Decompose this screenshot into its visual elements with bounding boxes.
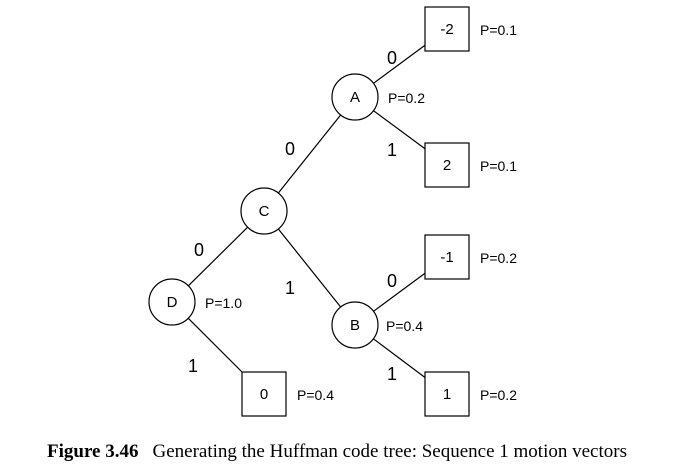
probability-label: P=0.2 [480, 387, 517, 403]
leaf-node-lm2: -2 [424, 6, 470, 52]
node-label: -1 [440, 249, 453, 266]
edge-bit-label: 1 [285, 278, 295, 298]
edge-bit-label: 0 [194, 240, 204, 260]
edge-a-l2 [373, 110, 426, 150]
leaf-box [424, 371, 470, 417]
probability-label: P=1.0 [205, 295, 242, 311]
node-label: 2 [443, 157, 451, 174]
edge-b-lm1 [373, 272, 426, 312]
edge-bit-label: 1 [188, 356, 198, 376]
edge-bit-label: 0 [387, 48, 397, 68]
edge-c-b [277, 228, 342, 308]
node-a: A [331, 73, 379, 121]
leaf-node-lm1: -1 [424, 234, 470, 280]
edge-d-c [187, 226, 249, 287]
leaf-box [424, 6, 470, 52]
node-label: D [167, 294, 178, 311]
edge-bit-label: 1 [387, 140, 397, 160]
node-label: 1 [443, 386, 451, 403]
edge-bit-label: 1 [387, 364, 397, 384]
edge-bit-label: 0 [387, 271, 397, 291]
edge-a-lm2 [373, 44, 426, 84]
probability-label: P=0.2 [388, 90, 425, 106]
node-d: D [148, 278, 196, 326]
node-label: -2 [440, 21, 453, 38]
leaf-box [424, 142, 470, 188]
node-label: 0 [260, 386, 268, 403]
edge-bit-label: 0 [285, 139, 295, 159]
node-label: B [350, 317, 360, 334]
node-label: A [350, 89, 360, 106]
leaf-box [424, 234, 470, 280]
leaf-box [241, 371, 287, 417]
probability-label: P=0.2 [480, 250, 517, 266]
node-circle [240, 187, 288, 235]
probability-label: P=0.1 [480, 22, 517, 38]
figure-number: Figure 3.46 [47, 441, 139, 462]
probability-label: P=0.4 [386, 318, 423, 334]
node-label: C [259, 203, 270, 220]
leaf-node-l0: 0 [241, 371, 287, 417]
leaf-node-l2: 2 [424, 142, 470, 188]
leaf-node-l1: 1 [424, 371, 470, 417]
edge-c-a [277, 114, 342, 194]
figure-caption-text: Generating the Huffman code tree: Sequen… [152, 441, 627, 462]
edge-d-l0 [187, 317, 243, 373]
probability-label: P=0.1 [480, 158, 517, 174]
node-c: C [240, 187, 288, 235]
edge-b-l1 [373, 338, 426, 378]
figure-caption: Figure 3.46 Generating the Huffman code t… [0, 441, 674, 463]
node-b: B [331, 301, 379, 349]
node-circle [331, 73, 379, 121]
node-circle [331, 301, 379, 349]
probability-label: P=0.4 [297, 387, 334, 403]
node-circle [148, 278, 196, 326]
